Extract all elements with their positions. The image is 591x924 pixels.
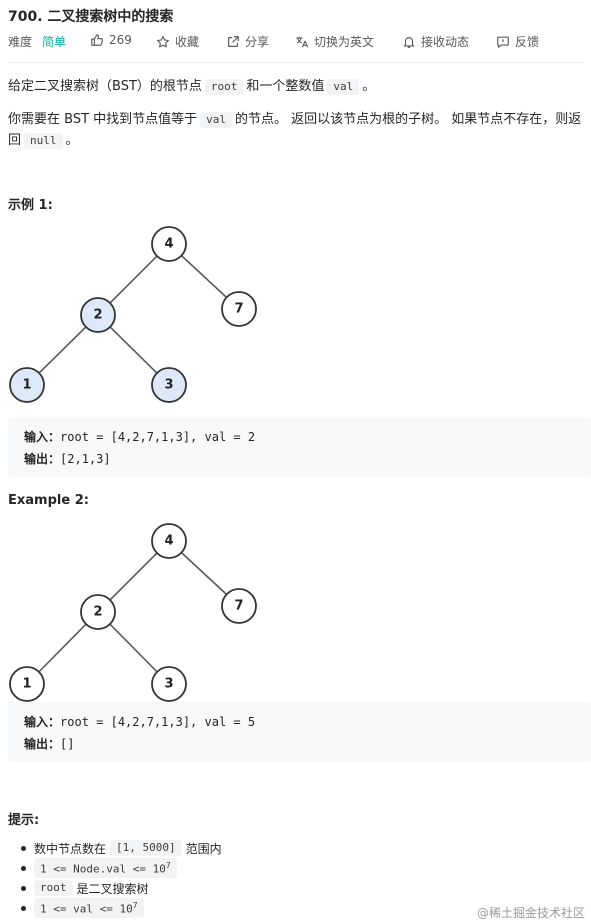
example-1-heading: 示例 1: xyxy=(8,198,53,213)
bullet xyxy=(21,846,26,851)
input-label: 输入： xyxy=(24,430,61,444)
example-2-code-block: 输入：root = [4,2,7,1,3], val = 5 输出：[] xyxy=(8,702,591,762)
inline-code: null xyxy=(24,133,63,149)
input-value: root = [4,2,7,1,3], val = 5 xyxy=(60,715,256,729)
input-label: 输入： xyxy=(24,715,61,729)
constraint-text: 范围内 xyxy=(185,841,222,856)
svg-text:3: 3 xyxy=(164,378,173,393)
inline-code: 1 <= val <= 107 xyxy=(34,898,144,918)
tree-node-left-left: 1 xyxy=(9,666,45,702)
share-icon xyxy=(228,35,239,47)
desc-text: 。 xyxy=(65,133,79,148)
like-button[interactable]: 269 xyxy=(90,33,132,47)
svg-text:1: 1 xyxy=(22,677,31,692)
difficulty-badge: 简单 xyxy=(42,35,67,49)
tree-node-left-left: 1 xyxy=(9,367,45,403)
example-2-heading: Example 2: xyxy=(8,493,89,508)
bullet xyxy=(21,906,26,911)
desc-text: 给定二叉搜索树（BST）的根节点 xyxy=(8,79,202,94)
desc-text: 你需要在 BST 中找到节点值等于 xyxy=(8,112,198,127)
desc-text: 的节点。 返回以该节点为根的子树。 如果节点不存在，则返 xyxy=(235,112,582,127)
tree-node-root: 4 xyxy=(151,226,187,262)
example-1-tree-diagram: 4 7 2 1 3 xyxy=(9,226,257,403)
list-item: root 是二叉搜索树 xyxy=(21,878,149,898)
tree-node-left-right: 3 xyxy=(151,367,187,403)
feedback-icon xyxy=(497,36,509,48)
input-value: root = [4,2,7,1,3], val = 2 xyxy=(60,430,256,444)
svg-text:2: 2 xyxy=(93,605,102,620)
tree-node-root: 4 xyxy=(151,523,187,559)
list-item: 1 <= val <= 107 xyxy=(21,898,148,918)
constraints-heading: 提示: xyxy=(8,813,40,828)
svg-text:7: 7 xyxy=(234,599,243,614)
inline-code: [1, 5000] xyxy=(110,840,182,856)
page-title: 700. 二叉搜索树中的搜索 xyxy=(8,9,174,25)
share-label: 分享 xyxy=(245,35,270,49)
desc-text: 。 xyxy=(362,79,376,94)
constraint-text: 是二叉搜索树 xyxy=(76,881,149,896)
difficulty: 难度 简单 xyxy=(8,33,66,50)
like-count: 269 xyxy=(109,33,132,47)
notify-label: 接收动态 xyxy=(421,35,470,49)
output-label: 输出： xyxy=(24,452,61,466)
svg-text:4: 4 xyxy=(164,534,173,549)
translate-icon xyxy=(296,36,309,47)
star-icon xyxy=(157,35,169,47)
difficulty-label: 难度 xyxy=(8,35,33,49)
bullet xyxy=(21,866,26,871)
svg-text:7: 7 xyxy=(234,302,243,317)
tree-node-left: 2 xyxy=(80,297,116,333)
svg-text:4: 4 xyxy=(164,237,173,252)
inline-code: val xyxy=(200,112,233,128)
switch-language-label: 切换为英文 xyxy=(314,35,375,49)
inline-code: root xyxy=(34,880,73,896)
tree-node-left: 2 xyxy=(80,594,116,630)
feedback-label: 反馈 xyxy=(515,35,540,49)
share-button[interactable]: 分享 xyxy=(226,33,269,50)
example-2-tree-diagram: 4 7 2 1 3 xyxy=(9,523,257,702)
inline-code: root xyxy=(204,79,244,95)
tree-node-right: 7 xyxy=(221,588,257,624)
desc-text: 和一个整数值 xyxy=(246,79,325,94)
problem-meta-bar: 难度 简单 269 收藏 分享 切换为英文 接收动态 反馈 xyxy=(8,33,583,49)
svg-text:3: 3 xyxy=(164,677,173,692)
output-value: [] xyxy=(60,737,75,751)
bell-icon xyxy=(403,36,415,48)
switch-language-button[interactable]: 切换为英文 xyxy=(295,33,374,50)
favorite-label: 收藏 xyxy=(175,35,200,49)
svg-text:2: 2 xyxy=(93,308,102,323)
desc-text: 回 xyxy=(8,133,22,148)
output-value: [2,1,3] xyxy=(60,452,111,466)
output-label: 输出： xyxy=(24,737,61,751)
tree-node-right: 7 xyxy=(221,291,257,327)
inline-code: 1 <= Node.val <= 107 xyxy=(34,858,177,878)
watermark: @稀土掘金技术社区 xyxy=(476,906,585,920)
example-1-code-block: 输入：root = [4,2,7,1,3], val = 2 输出：[2,1,3… xyxy=(8,417,591,477)
tree-node-left-right: 3 xyxy=(151,666,187,702)
list-item: 1 <= Node.val <= 107 xyxy=(21,858,181,878)
constraint-text: 数中节点数在 xyxy=(34,841,107,856)
header-divider xyxy=(8,62,583,63)
feedback-button[interactable]: 反馈 xyxy=(496,33,539,50)
thumbs-up-icon xyxy=(91,34,104,46)
favorite-button[interactable]: 收藏 xyxy=(156,33,199,50)
inline-code: val xyxy=(327,79,360,95)
bullet xyxy=(21,886,26,891)
svg-text:1: 1 xyxy=(22,378,31,393)
list-item: 数中节点数在 [1, 5000] 范围内 xyxy=(21,838,222,858)
notify-button[interactable]: 接收动态 xyxy=(402,33,469,50)
